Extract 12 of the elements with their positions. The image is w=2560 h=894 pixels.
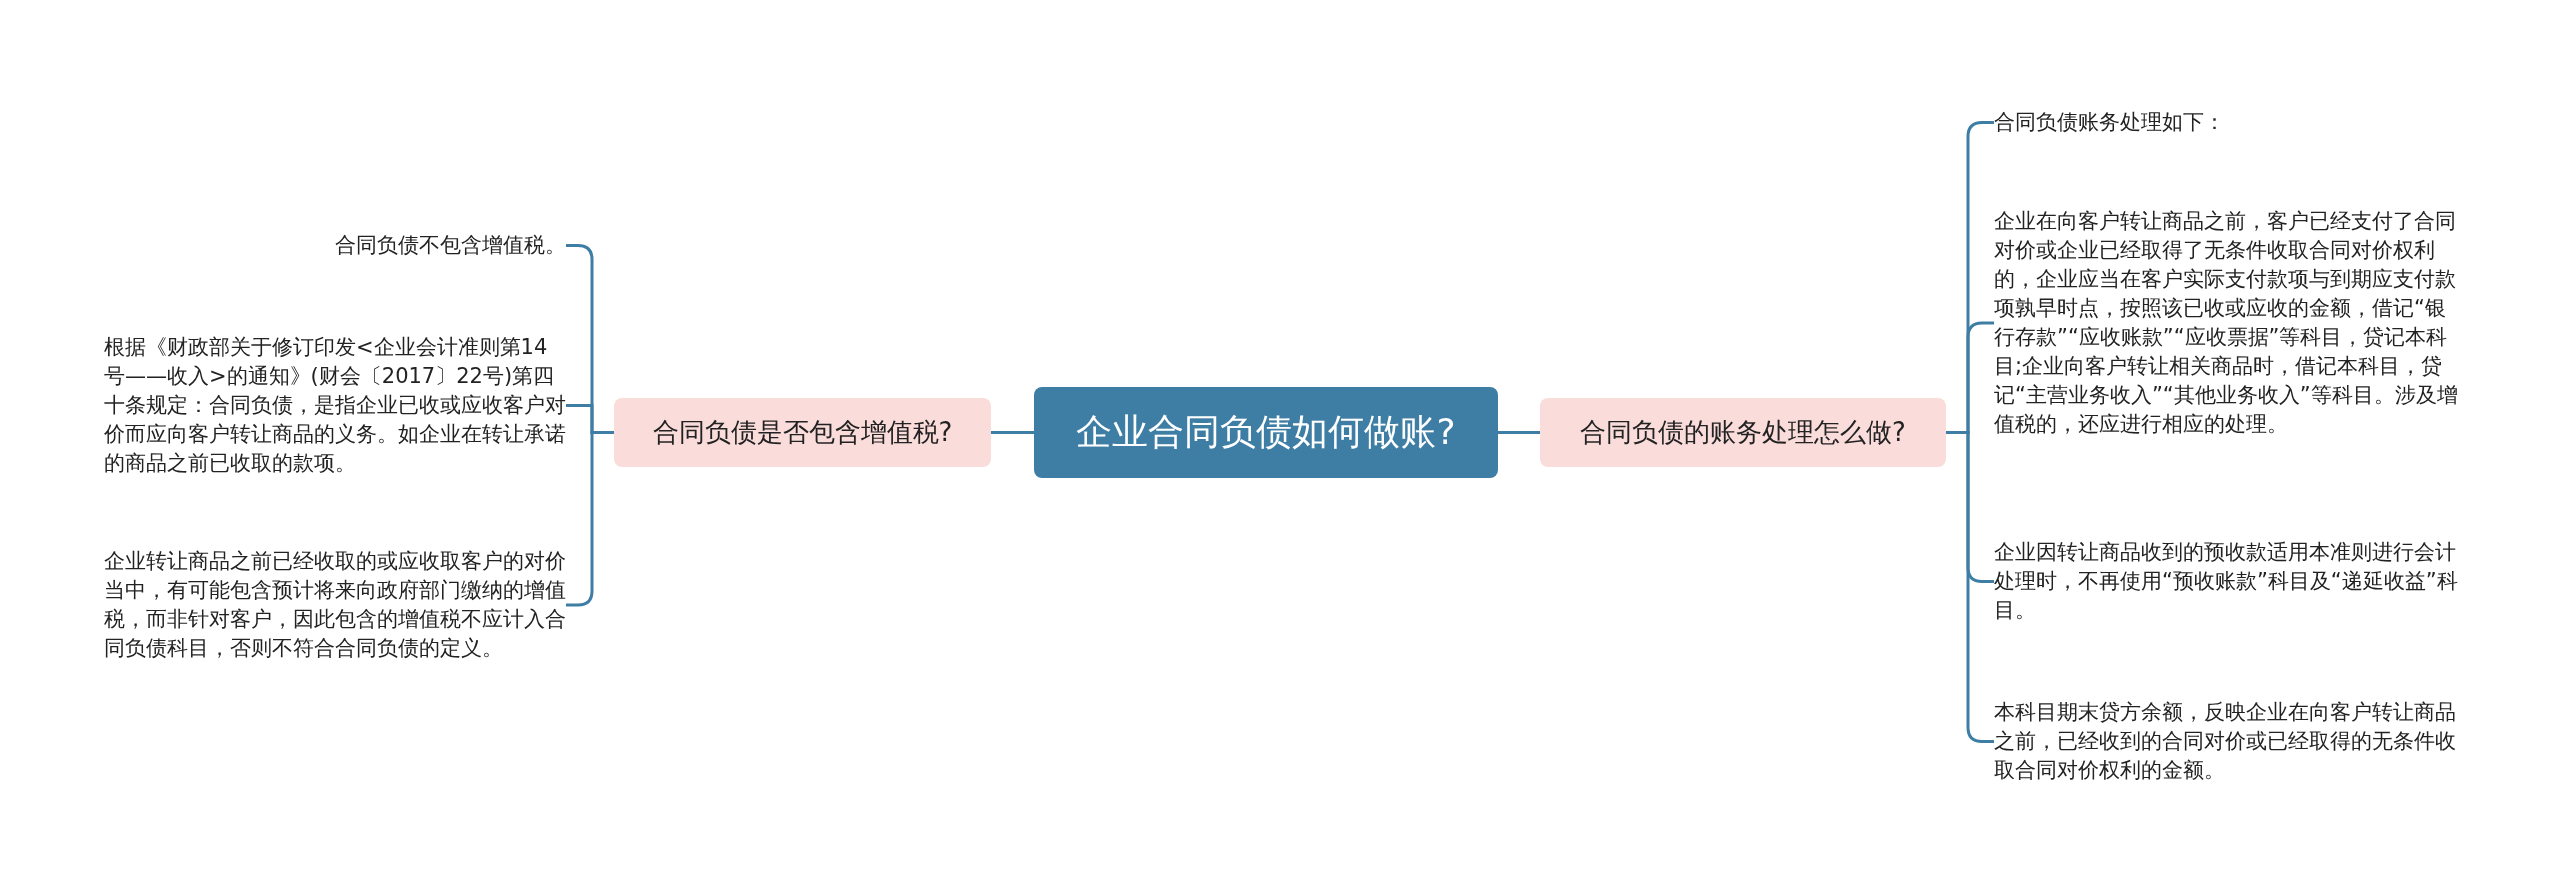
note-text: 企业转让商品之前已经收取的或应收取客户的对价当中，有可能包含预计将来向政府部门缴纳的增值税，而非针对客户，因此包含的增值税不应计入合同负债科目，否则不符合合同负债的定义。 — [104, 547, 566, 663]
note-text: 根据《财政部关于修订印发<企业会计准则第14号——收入>的通知》(财会〔2017〕22号)第四十条规定：合同负债，是指企业已收或应收客户对价而应向客户转让商品的义务。如企业在转让承诺的商品之前已收取的款项。 — [104, 333, 566, 478]
note-text: 合同负债不包含增值税。 — [104, 231, 566, 260]
connector-line — [991, 431, 1034, 434]
note-text: 企业因转让商品收到的预收款适用本准则进行会计处理时，不再使用“预收账款”科目及“递延收益”科目。 — [1994, 538, 2464, 625]
note-text: 合同负债账务处理如下： — [1994, 108, 2464, 137]
note-text: 企业在向客户转让商品之前，客户已经支付了合同对价或企业已经取得了无条件收取合同对价权利的，企业应当在客户实际支付款项与到期应支付款项孰早时点，按照该已收或应收的金额，借记“银行存款”“应收账款”“应收票据”等科目，贷记本科目;企业向客户转让相关商品时，借记本科目，贷记“主营业务收入”“其他业务收入”等科目。涉及增值税的，还应进行相应的处理。 — [1994, 207, 2464, 439]
topic-box: 合同负债是否包含增值税? — [614, 398, 991, 467]
central-topic-box: 企业合同负债如何做账? — [1034, 387, 1498, 478]
topic-box: 合同负债的账务处理怎么做? — [1540, 398, 1946, 467]
note-text: 本科目期末贷方余额，反映企业在向客户转让商品之前，已经收到的合同对价或已经取得的无条件收取合同对价权利的金额。 — [1994, 698, 2464, 785]
connector-line — [1498, 431, 1540, 434]
